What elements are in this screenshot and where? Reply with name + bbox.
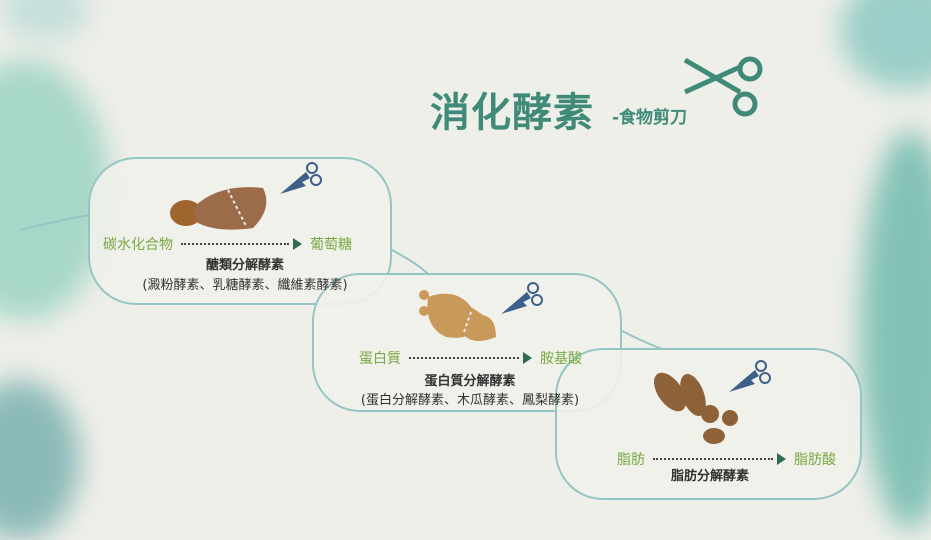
source-label: 脂肪 <box>617 452 645 468</box>
product-label: 葡萄糖 <box>310 237 352 253</box>
scissors-icon <box>501 282 543 314</box>
page-title: 消化酵素 <box>430 90 594 136</box>
source-label: 碳水化合物 <box>103 237 173 253</box>
enzyme-label: 蛋白質分解酵素 <box>424 374 516 389</box>
scissors-icon <box>280 162 322 194</box>
product-label: 脂肪酸 <box>794 452 836 468</box>
arrow-icon <box>523 352 532 364</box>
fat-flow: 脂肪 脂肪酸 <box>617 449 836 469</box>
enzyme-label: 脂肪分解酵素 <box>670 469 749 484</box>
chicken-icon <box>419 290 496 341</box>
enzyme-examples: (蛋白分解酵素、木瓜酵素、鳳梨酵素) <box>360 393 580 408</box>
enzyme-label: 醣類分解酵素 <box>205 258 284 273</box>
fat-card <box>555 348 862 500</box>
source-label: 蛋白質 <box>359 351 401 367</box>
scissors-icon <box>729 360 771 392</box>
product-label: 胺基酸 <box>540 351 582 367</box>
arrow-icon <box>293 238 302 250</box>
arrow-icon <box>777 453 786 465</box>
dotted-arrow-line <box>409 357 519 359</box>
protein-flow: 蛋白質 胺基酸 <box>359 348 582 368</box>
dotted-arrow-line <box>653 458 773 460</box>
scissors-icon <box>683 56 763 117</box>
page-subtitle: -食物剪刀 <box>612 108 688 128</box>
peanut-icon <box>654 372 738 444</box>
enzyme-examples: (澱粉酵素、乳糖酵素、纖維素酵素) <box>142 278 348 293</box>
dotted-arrow-line <box>181 243 289 245</box>
carbohydrate-flow: 碳水化合物 葡萄糖 <box>103 234 352 254</box>
bread-icon <box>170 187 267 230</box>
